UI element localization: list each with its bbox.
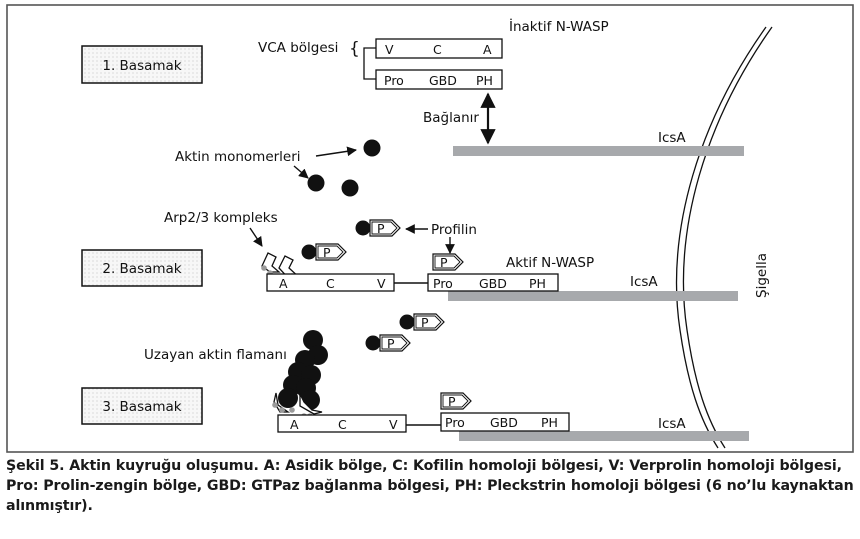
step-2-label: 2. Basamak [102, 261, 181, 277]
domain-c: C [338, 417, 347, 432]
profilin-mark: P [440, 255, 448, 270]
active-acv-domain: A C V [266, 273, 395, 292]
profilin-mark: P [421, 315, 429, 330]
domain-ph: PH [541, 415, 558, 430]
step-2-box: 2. Basamak [81, 249, 203, 287]
domain-gbd: GBD [479, 276, 507, 291]
step-3-box: 3. Basamak [81, 387, 203, 425]
arp23-arrow [249, 227, 263, 247]
icsa-label-1: IcsA [658, 130, 686, 146]
shigella-membrane [675, 26, 773, 449]
profilin-actin-pair: P [301, 243, 347, 261]
active-pro-gbd-ph-domain: Pro GBD PH [427, 273, 559, 292]
icsa-bar-1 [453, 146, 744, 156]
inactive-pro-gbd-ph-domain: Pro GBD PH [375, 69, 503, 90]
icsa-label-3: IcsA [658, 416, 686, 432]
elongating-actin-label: Uzayan aktin flamanı [144, 347, 287, 363]
domain-a: A [279, 276, 288, 291]
profilin-mark: P [323, 245, 331, 260]
actin-monomers-label: Aktin monomerleri [175, 149, 301, 165]
step-3-label: 3. Basamak [102, 399, 181, 415]
profilin-tag: P [432, 253, 464, 271]
profilin-mark: P [377, 221, 385, 236]
domain-pro: Pro [445, 415, 465, 430]
icsa-bar-2 [448, 291, 738, 301]
step-1-label: 1. Basamak [102, 58, 181, 74]
domain-ph: PH [476, 73, 493, 88]
figure-caption: Şekil 5. Aktin kuyruğu oluşumu. A: Asidi… [6, 458, 854, 514]
domain-gbd: GBD [490, 415, 518, 430]
step3-acv-domain: A C V [277, 414, 407, 433]
brace-icon: { [349, 39, 360, 59]
profilin-label: Profilin [431, 222, 477, 238]
domain-v: V [389, 417, 398, 432]
profilin-tag: P [440, 392, 472, 410]
domain-ph: PH [529, 276, 546, 291]
binds-label: Bağlanır [423, 110, 479, 126]
domain-pro: Pro [384, 73, 404, 88]
active-nwasp-label: Aktif N-WASP [506, 255, 594, 271]
step3-pro-gbd-ph-domain: Pro GBD PH [440, 412, 570, 432]
profilin-mark: P [387, 336, 395, 351]
actin-monomer-arrow-1 [315, 146, 357, 157]
domain-v: V [377, 276, 386, 291]
inactive-vca-domain: V C A [375, 38, 503, 59]
arp23-complex-label: Arp2/3 kompleks [164, 210, 278, 226]
vca-connector [363, 47, 376, 80]
vca-region-label: VCA bölgesi [258, 40, 338, 56]
domain-c: C [326, 276, 335, 291]
actin-monomer [341, 179, 359, 197]
domain-a: A [483, 42, 492, 57]
profilin-actin-pair: P [355, 219, 401, 237]
actin-monomer [307, 174, 325, 192]
profilin-mark: P [448, 394, 456, 409]
domain-c: C [433, 42, 442, 57]
domain-v: V [385, 42, 394, 57]
icsa-bar-3 [459, 431, 749, 441]
actin-monomer-arrow-2 [293, 165, 309, 179]
domain-pro: Pro [433, 276, 453, 291]
icsa-label-2: IcsA [630, 274, 658, 290]
profilin-actin-pair: P [399, 313, 445, 331]
step-1-box: 1. Basamak [81, 45, 203, 84]
actin-tail-diagram: Şigella 1. Basamak VCA bölgesi { V C A P… [6, 4, 854, 453]
profilin-actin-pair: P [365, 334, 411, 352]
inactive-nwasp-label: İnaktif N-WASP [509, 17, 609, 35]
actin-monomer [363, 139, 381, 157]
shigella-label: Şigella [754, 253, 770, 298]
domain-a: A [290, 417, 299, 432]
domain-gbd: GBD [429, 73, 457, 88]
